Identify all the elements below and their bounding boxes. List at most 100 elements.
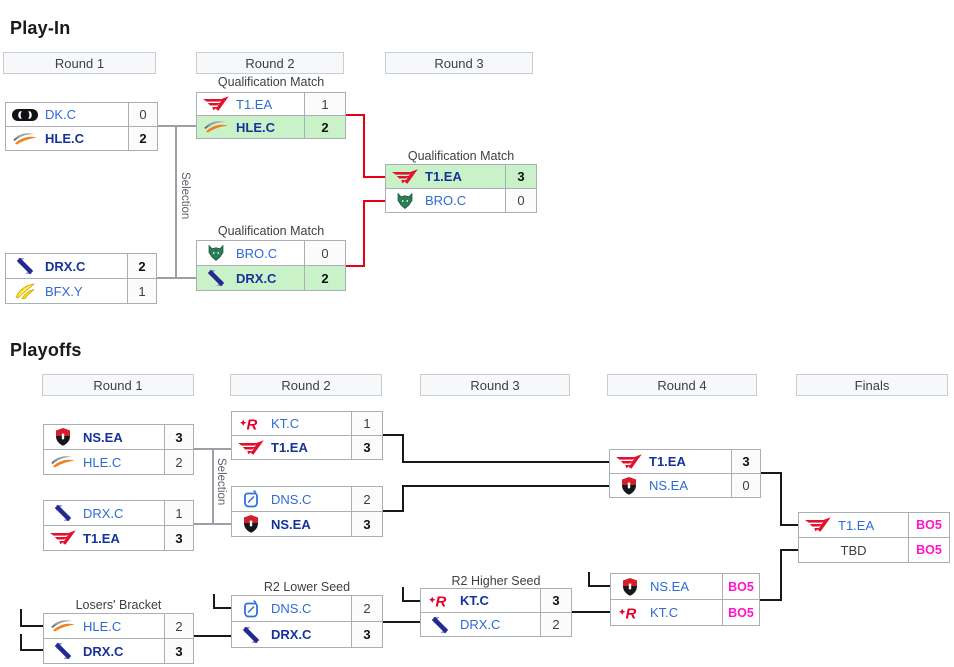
ns-shield-logo — [232, 515, 265, 533]
t1-wings-logo — [386, 168, 419, 185]
team-name: DRX.C — [83, 643, 124, 659]
match-playoffs-r2-lower-seed: DNS.C 2 DRX.C 3 — [231, 595, 383, 648]
team-score: 3 — [164, 526, 193, 550]
bracket-connector-line — [780, 549, 782, 601]
team-score: BO5 — [722, 574, 759, 599]
hle-swoosh-logo — [44, 454, 77, 470]
team-score: BO5 — [908, 513, 949, 537]
qualification-match-label: Qualification Match — [217, 224, 325, 238]
team-score: 2 — [351, 596, 382, 621]
team-row[interactable]: DRX.C 1 — [44, 501, 193, 525]
team-row[interactable]: DRX.C 2 — [197, 265, 345, 290]
team-row[interactable]: DRX.C 2 — [421, 612, 571, 636]
team-row[interactable]: BRO.C 0 — [386, 188, 536, 212]
team-name: DNS.C — [271, 601, 312, 616]
team-row[interactable]: NS.EA 3 — [232, 511, 382, 536]
playin-round-2-header: Round 2 — [196, 52, 344, 74]
match-playoffs-finals: T1.EA BO5 TBD BO5 — [798, 512, 950, 563]
team-row[interactable]: NS.EA 3 — [44, 425, 193, 449]
team-row[interactable]: T1.EA 3 — [610, 450, 760, 473]
team-score: 3 — [731, 450, 760, 473]
loser-drop-line — [588, 585, 610, 587]
team-score: BO5 — [908, 538, 949, 562]
bracket-connector-line — [194, 635, 231, 637]
team-row[interactable]: HLE.C 2 — [197, 115, 345, 138]
loser-drop-line — [402, 600, 420, 602]
playoffs-round-2-header: Round 2 — [230, 374, 382, 396]
team-row[interactable]: HLE.C 2 — [44, 614, 193, 638]
team-name: T1.EA — [271, 440, 308, 455]
t1-wings-logo — [232, 439, 265, 456]
team-name: DRX.C — [236, 270, 277, 286]
team-row[interactable]: DNS.C 2 — [232, 487, 382, 511]
team-row[interactable]: HLE.C 2 — [44, 449, 193, 474]
svg-text:R: R — [247, 416, 258, 432]
losers-bracket-label: Losers' Bracket — [75, 598, 162, 612]
team-row[interactable]: HLE.C 2 — [6, 126, 157, 150]
match-playoffs-round1-top: NS.EA 3 HLE.C 2 — [43, 424, 194, 475]
drx-logo — [232, 626, 265, 644]
team-score: 3 — [351, 436, 382, 459]
team-name: DK.C — [45, 107, 77, 122]
team-score: 2 — [128, 127, 157, 150]
drx-logo — [6, 257, 39, 275]
team-score: 1 — [304, 93, 345, 115]
team-row[interactable]: NS.EA BO5 — [611, 574, 759, 599]
team-row[interactable]: T1.EA 3 — [44, 525, 193, 550]
drx-logo — [44, 504, 77, 522]
selection-label: Selection — [179, 170, 191, 222]
team-name: BRO.C — [425, 193, 467, 208]
team-score: 0 — [731, 474, 760, 497]
kt-r-logo: R — [421, 593, 454, 609]
team-score: 2 — [127, 254, 156, 278]
team-name: DRX.C — [83, 505, 124, 521]
team-row[interactable]: TBD BO5 — [799, 537, 949, 562]
bracket-connector-line — [383, 434, 404, 436]
team-name: DRX.C — [460, 617, 501, 632]
team-row[interactable]: T1.EA BO5 — [799, 513, 949, 537]
team-row[interactable]: DRX.C 3 — [44, 638, 193, 663]
team-row[interactable]: T1.EA 1 — [197, 93, 345, 115]
bracket-connector-line — [760, 599, 782, 601]
bracket-connector-line — [383, 621, 420, 623]
team-row[interactable]: DRX.C 2 — [6, 254, 156, 278]
team-name: T1.EA — [83, 530, 120, 546]
team-name: DRX.C — [271, 627, 312, 642]
qualification-match-label: Qualification Match — [407, 149, 515, 163]
bracket-connector-line — [780, 472, 782, 526]
team-row[interactable]: BFX.Y 1 — [6, 278, 156, 303]
team-row[interactable]: DRX.C 3 — [232, 621, 382, 647]
team-name: NS.EA — [83, 429, 123, 445]
team-score: 3 — [540, 589, 571, 612]
match-playoffs-round1-bottom: DRX.C 1 T1.EA 3 — [43, 500, 194, 551]
team-row[interactable]: BRO.C 0 — [197, 241, 345, 265]
team-row[interactable]: DK.C 0 — [6, 103, 157, 126]
team-score: 0 — [304, 241, 345, 265]
selection-connector-line — [157, 277, 196, 279]
team-score: 3 — [351, 512, 382, 536]
team-name: KT.C — [460, 593, 489, 608]
team-name: HLE.C — [83, 454, 122, 470]
dns-can-logo — [232, 599, 265, 618]
selection-connector-line — [212, 448, 214, 525]
team-row[interactable]: DNS.C 2 — [232, 596, 382, 621]
team-row[interactable]: T1.EA 3 — [232, 435, 382, 459]
team-score: 1 — [164, 501, 193, 525]
loser-drop-line — [588, 572, 590, 587]
advance-connector-line — [363, 200, 385, 202]
bracket-connector-line — [780, 524, 798, 526]
t1-wings-logo — [197, 96, 230, 112]
team-row[interactable]: R KT.C 1 — [232, 412, 382, 435]
team-name: BRO.C — [236, 245, 278, 261]
bracket-connector-line — [402, 434, 404, 463]
ns-shield-logo — [44, 428, 77, 446]
team-row[interactable]: R KT.C BO5 — [611, 599, 759, 625]
bro-fox-logo — [197, 244, 230, 262]
team-name: HLE.C — [45, 131, 84, 146]
team-row[interactable]: NS.EA 0 — [610, 473, 760, 497]
match-playoffs-round4-upper: T1.EA 3 NS.EA 0 — [609, 449, 761, 498]
team-row[interactable]: T1.EA 3 — [386, 165, 536, 188]
team-name: DNS.C — [271, 491, 312, 507]
team-name: TBD — [840, 542, 867, 558]
team-row[interactable]: R KT.C 3 — [421, 589, 571, 612]
